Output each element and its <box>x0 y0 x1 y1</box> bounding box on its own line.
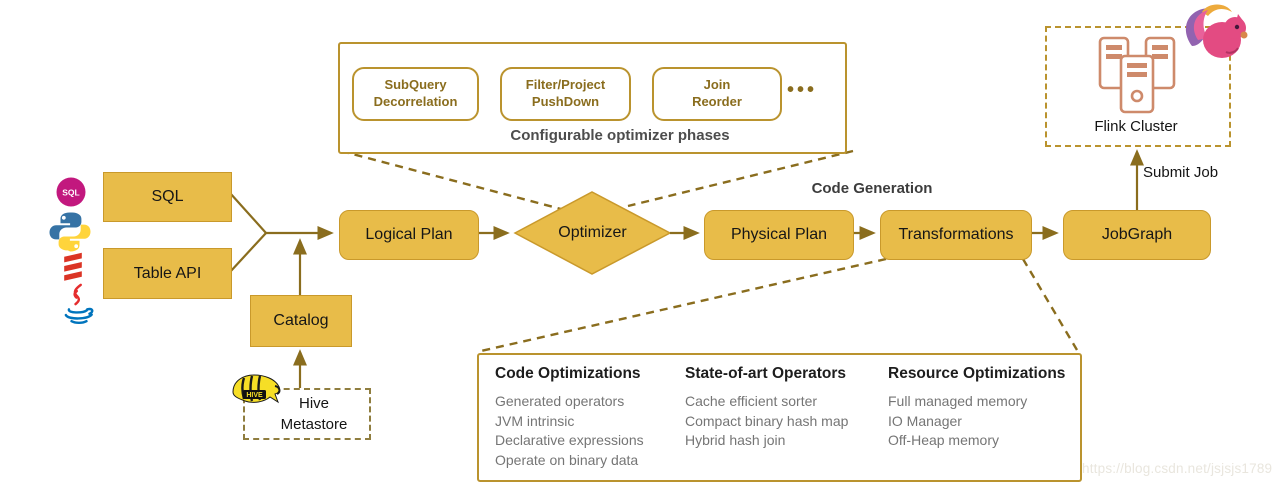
code-optimizations-column: Code Optimizations Generated operators J… <box>495 365 675 470</box>
transformations-node: Transformations <box>880 210 1032 260</box>
phase-subquery-decorrelation: SubQuery Decorrelation <box>352 67 479 121</box>
java-icon <box>64 283 94 325</box>
optimization-item: Declarative expressions <box>495 432 644 448</box>
resource-optimizations-title: Resource Optimizations <box>888 365 1066 382</box>
optimization-item: JVM intrinsic <box>495 412 575 429</box>
state-of-art-operators-title: State-of-art Operators <box>685 365 847 382</box>
flink-cluster-label: Flink Cluster <box>1094 118 1178 135</box>
phase-subquery-decorrelation-label: SubQuery Decorrelation <box>373 77 458 109</box>
catalog-node: Catalog <box>250 295 352 347</box>
optimization-item: Full managed memory <box>888 393 1028 409</box>
logical-plan-label: Logical Plan <box>365 226 453 243</box>
phase-join-reorder: Join Reorder <box>652 67 782 121</box>
optimizer-node: Optimizer <box>515 192 670 274</box>
watermark-text: https://blog.csdn.net/jsjsjs1789 <box>1082 461 1273 476</box>
sql-badge-icon: SQL <box>56 177 86 207</box>
jobgraph-label: JobGraph <box>1101 226 1173 243</box>
optimization-item: Off-Heap memory <box>888 432 999 448</box>
optimization-item: Generated operators <box>495 393 625 409</box>
phase-filter-project-pushdown-label: Filter/Project PushDown <box>525 77 606 109</box>
physical-plan-node: Physical Plan <box>704 210 854 260</box>
transformations-label: Transformations <box>898 226 1014 243</box>
sql-node: SQL <box>103 172 232 222</box>
optimizer-label: Optimizer <box>558 224 627 241</box>
submit-job-label: Submit Job <box>1143 164 1219 181</box>
optimization-item: IO Manager <box>888 412 962 429</box>
scala-icon <box>64 252 82 281</box>
optimization-item: Compact binary hash map <box>685 412 849 429</box>
dashed-line-phases-left <box>340 149 562 211</box>
hive-icon: HIVE <box>232 374 281 404</box>
optimizer-phases-caption: Configurable optimizer phases <box>510 127 730 144</box>
optimization-item: Hybrid hash join <box>685 432 786 448</box>
code-optimizations-title: Code Optimizations <box>495 365 641 382</box>
line-sql-merge <box>229 192 267 234</box>
more-phases-ellipsis: ••• <box>787 79 818 101</box>
catalog-node-label: Catalog <box>273 312 329 329</box>
physical-plan-label: Physical Plan <box>730 226 828 243</box>
dashed-line-phases-right <box>627 149 854 208</box>
sql-badge-text: SQL <box>62 188 79 198</box>
phase-filter-project-pushdown: Filter/Project PushDown <box>500 67 631 121</box>
state-of-art-operators-column: State-of-art Operators Cache efficient s… <box>685 365 880 451</box>
flink-squirrel-icon <box>1185 4 1248 58</box>
resource-optimizations-column: Resource Optimizations Full managed memo… <box>888 365 1073 451</box>
sql-node-label: SQL <box>151 188 184 205</box>
phase-join-reorder-label: Join Reorder <box>692 77 742 109</box>
table-api-node: Table API <box>103 248 232 299</box>
dashed-line-optimizations-right <box>1021 258 1079 351</box>
server-cluster-icon <box>1098 36 1176 114</box>
hive-metastore-label: Hive Metastore <box>280 395 348 433</box>
code-generation-label: Code Generation <box>811 180 933 197</box>
jobgraph-node: JobGraph <box>1063 210 1211 260</box>
line-tableapi-merge <box>229 232 267 273</box>
optimizations-panel <box>477 353 1082 482</box>
optimization-item: Operate on binary data <box>495 451 639 468</box>
optimization-item: Cache efficient sorter <box>685 393 818 409</box>
python-icon <box>49 212 91 252</box>
table-api-node-label: Table API <box>133 264 202 282</box>
hive-icon-text: HIVE <box>246 392 263 399</box>
logical-plan-node: Logical Plan <box>339 210 479 260</box>
